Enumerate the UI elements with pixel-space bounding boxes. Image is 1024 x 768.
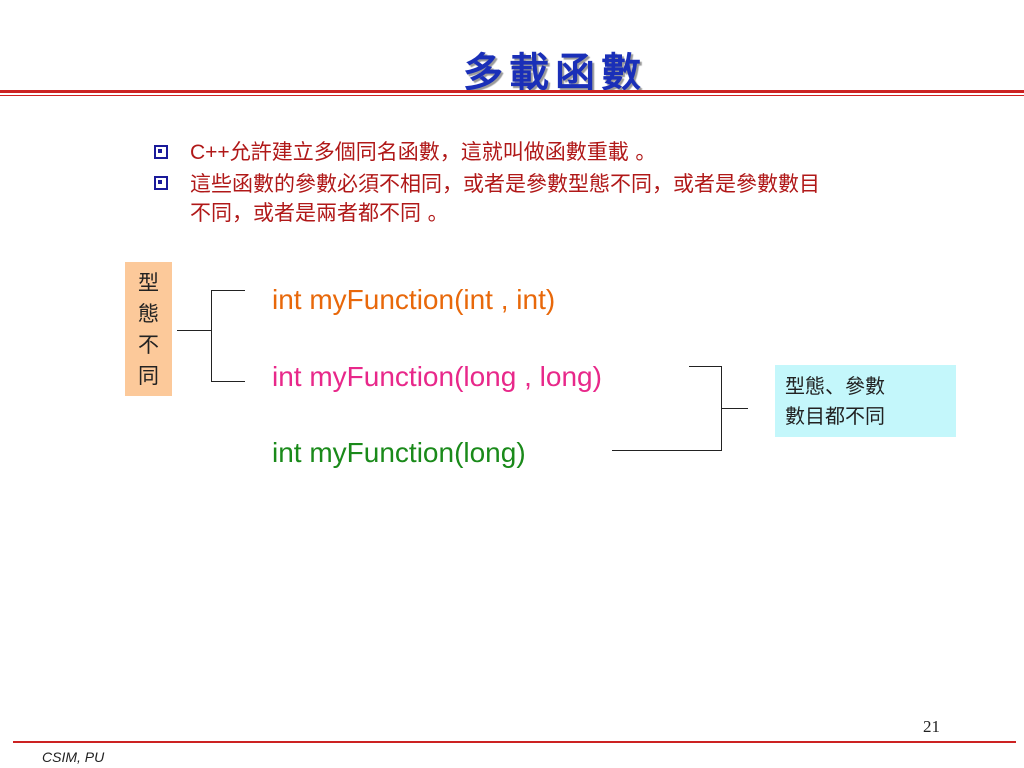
checkbox-bullet-icon [154,176,168,190]
left-bracket-spine [211,290,212,381]
function-signature-int-int: int myFunction(int , int) [272,284,556,315]
right-bracket-bottom [612,450,722,451]
bullet-2-line-2: 不同，或者是兩者都不同 。 [190,201,449,225]
right-bracket-stem [721,408,748,409]
type-differs-label: 型 態 不 同 [125,262,172,396]
type-differs-char: 同 [138,364,159,388]
bullet-1-lead: C++ [190,141,230,164]
type-and-count-line-2: 數目都不同 [785,404,885,428]
title-rule-thin [0,95,1024,96]
title-rule-thick [0,90,1024,93]
left-bracket-top [211,290,245,291]
type-differs-char: 不 [138,333,159,357]
bullet-2-line-1: 這些函數的參數必須不相同，或者是參數型態不同，或者是參數數目 [190,172,820,196]
slide-title: 多載函數 [463,49,647,96]
bullet-1-text: 允許建立多個同名函數，這就叫做函數重載 。 [229,140,657,164]
type-and-count-line-1: 型態、參數 [785,374,885,398]
right-bracket-top [689,366,722,367]
checkbox-bullet-icon [154,145,168,159]
bullet-1: C++允許建立多個同名函數，這就叫做函數重載 。 [190,138,970,167]
left-bracket-bottom [211,381,245,382]
bullet-2: 這些函數的參數必須不相同，或者是參數型態不同，或者是參數數目 不同，或者是兩者都… [190,170,970,228]
type-differs-char: 態 [138,302,159,326]
type-differs-char: 型 [138,271,159,295]
left-bracket-stem [177,330,211,331]
footer-rule [13,741,1016,743]
footer-text: CSIM, PU [42,749,105,765]
page-number: 21 [923,717,940,736]
type-and-count-differ-label: 型態、參數 數目都不同 [775,365,956,437]
function-signature-long: int myFunction(long) [272,437,526,468]
function-signature-long-long: int myFunction(long , long) [272,361,602,392]
